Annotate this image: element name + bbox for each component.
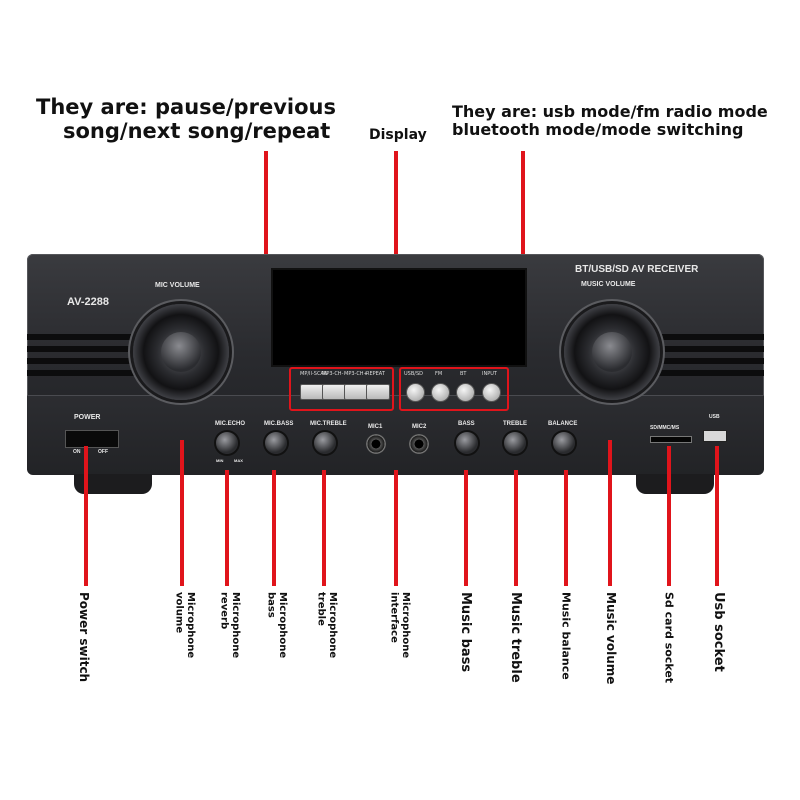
callout-transport-line1: They are: pause/previous: [36, 95, 336, 119]
receiver-label: BT/USB/SD AV RECEIVER: [575, 264, 699, 275]
transport-label-3: MP3-CH+: [344, 371, 368, 377]
treble-knob[interactable]: [504, 432, 526, 454]
leader-mic-treble: [322, 470, 326, 586]
mode-label-usb: USB/SD: [404, 371, 423, 377]
transport-label-1: MP/II-SCAN: [300, 371, 328, 377]
mic-echo-label: MIC.ECHO: [215, 421, 245, 427]
bt-mode-button[interactable]: [456, 383, 475, 402]
callout-transport-line2: song/next song/repeat: [63, 119, 331, 143]
label-usb-socket: Usb socket: [710, 592, 726, 672]
input-mode-button[interactable]: [482, 383, 501, 402]
power-label: POWER: [74, 414, 101, 421]
label-music-balance: Music balance: [559, 592, 573, 680]
leader-power: [84, 446, 88, 586]
mic2-jack[interactable]: [409, 434, 429, 454]
previous-button[interactable]: [322, 384, 346, 400]
balance-knob[interactable]: [553, 432, 575, 454]
sd-card-slot[interactable]: [650, 436, 692, 443]
mode-label-input: INPUT: [482, 371, 497, 377]
leader-mic-bass: [272, 470, 276, 586]
leader-mic-reverb: [225, 470, 229, 586]
mode-label-fm: FM: [435, 371, 443, 377]
leader-music-bass: [464, 470, 468, 586]
leader-mic-volume: [180, 440, 184, 586]
leader-music-treble: [514, 470, 518, 586]
foot-left: [74, 474, 152, 494]
next-button[interactable]: [344, 384, 368, 400]
callout-mode-line2: bluetooth mode/mode switching: [452, 120, 744, 139]
label-music-bass: Music bass: [457, 592, 473, 673]
music-volume-knob[interactable]: [564, 304, 660, 400]
mic-bass-label: MIC.BASS: [264, 421, 294, 427]
mic-volume-knob[interactable]: [133, 304, 229, 400]
bass-label: BASS: [458, 421, 475, 427]
pause-button[interactable]: [300, 384, 324, 400]
label-mic-interface: Microphone interface: [388, 592, 412, 659]
model-label: AV-2288: [67, 296, 109, 308]
mic-volume-label: MIC VOLUME: [155, 282, 200, 289]
repeat-button[interactable]: [366, 384, 390, 400]
leader-display: [394, 151, 398, 266]
leader-sd-socket: [667, 446, 671, 586]
music-volume-label: MUSIC VOLUME: [581, 281, 636, 288]
label-power-switch: Power switch: [76, 592, 91, 683]
leader-mic-interface: [394, 470, 398, 586]
power-switch[interactable]: [65, 430, 119, 448]
usb-port[interactable]: [703, 430, 727, 442]
treble-label: TREBLE: [503, 421, 527, 427]
transport-label-2: MP3-CH-: [322, 371, 344, 377]
foot-right: [636, 474, 714, 494]
leader-music-balance: [564, 470, 568, 586]
label-mic-volume: Microphone volume: [173, 592, 197, 659]
balance-label: BALANCE: [548, 421, 578, 427]
power-on-label: ON: [73, 449, 81, 455]
label-mic-reverb: Microphone reverb: [218, 592, 242, 659]
mode-buttons-highlight: [399, 367, 509, 411]
callout-display: Display: [369, 127, 427, 143]
transport-buttons-highlight: [289, 367, 394, 411]
sd-slot-label: SD/MMC/MS: [650, 425, 680, 431]
mic-echo-min: MIN: [216, 458, 224, 463]
callout-mode-line1: They are: usb mode/fm radio mode: [452, 102, 768, 121]
mic-treble-label: MIC.TREBLE: [310, 421, 347, 427]
power-off-label: OFF: [98, 449, 108, 455]
mic1-jack[interactable]: [366, 434, 386, 454]
leader-music-volume: [608, 440, 612, 586]
label-sd-socket: Sd card socket: [662, 592, 676, 684]
leader-usb-socket: [715, 446, 719, 586]
bass-knob[interactable]: [456, 432, 478, 454]
mic-treble-knob[interactable]: [314, 432, 336, 454]
label-mic-bass: Microphone bass: [265, 592, 289, 659]
transport-label-4: REPEAT: [366, 371, 385, 377]
label-music-volume: Music volume: [603, 592, 618, 685]
display-screen: [271, 268, 527, 367]
mode-label-bt: BT: [460, 371, 467, 377]
mic-echo-max: MAX: [234, 458, 243, 463]
amplifier-lower-panel: [27, 395, 764, 475]
mic1-label: MIC1: [368, 424, 383, 430]
mode-buttons: USB/SD FM BT INPUT: [402, 371, 502, 403]
mic-bass-knob[interactable]: [265, 432, 287, 454]
mic-echo-knob[interactable]: [216, 432, 238, 454]
usb-label: USB: [709, 414, 720, 420]
usb-sd-mode-button[interactable]: [406, 383, 425, 402]
label-mic-treble: Microphone treble: [315, 592, 339, 659]
mic2-label: MIC2: [412, 424, 427, 430]
transport-buttons: MP/II-SCAN MP3-CH- MP3-CH+ REPEAT: [296, 371, 390, 403]
fm-mode-button[interactable]: [431, 383, 450, 402]
label-music-treble: Music treble: [507, 592, 523, 683]
